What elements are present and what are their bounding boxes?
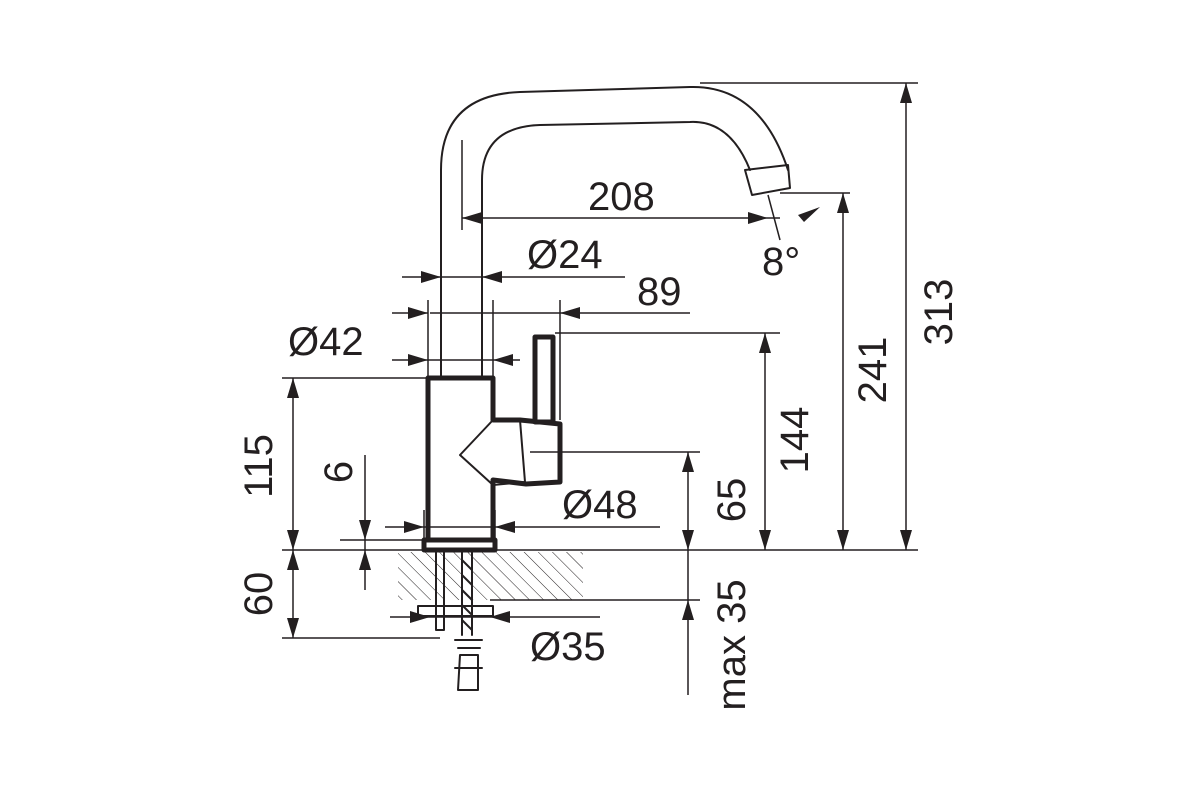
- label-total-height: 313: [917, 279, 961, 346]
- dimension-labels: 208 8° Ø24 89 Ø42 Ø48 Ø35 115 6 60 65 ma…: [237, 175, 961, 711]
- label-max-counter: max 35: [710, 579, 754, 710]
- label-lever-offset: 89: [637, 270, 682, 314]
- label-shank-length: 60: [237, 572, 281, 617]
- label-base-plate: 6: [317, 461, 361, 483]
- spout-tube: [440, 85, 789, 379]
- label-spout-reach: 208: [588, 175, 655, 219]
- label-spout-angle: 8°: [762, 240, 800, 284]
- label-base-diameter: Ø48: [562, 483, 638, 527]
- spout-tip: [744, 164, 791, 196]
- label-hole-diameter: Ø35: [530, 625, 606, 669]
- mounting-nut: [417, 605, 494, 617]
- hose-connector: [454, 639, 483, 691]
- label-spout-height: 241: [851, 337, 895, 404]
- countertop-section: [398, 552, 583, 600]
- base-plate: [421, 537, 498, 553]
- body-cone: [459, 419, 526, 486]
- faucet-outline: [417, 85, 791, 691]
- label-handle-height: 144: [773, 407, 817, 474]
- label-neck-diameter: Ø42: [288, 320, 364, 364]
- hose: [461, 549, 473, 636]
- label-spout-diameter: Ø24: [527, 233, 603, 277]
- label-body-height: 115: [237, 434, 281, 498]
- label-lever-height: 65: [710, 478, 754, 523]
- lever-handle: [532, 334, 556, 425]
- dimension-lines: [282, 82, 918, 695]
